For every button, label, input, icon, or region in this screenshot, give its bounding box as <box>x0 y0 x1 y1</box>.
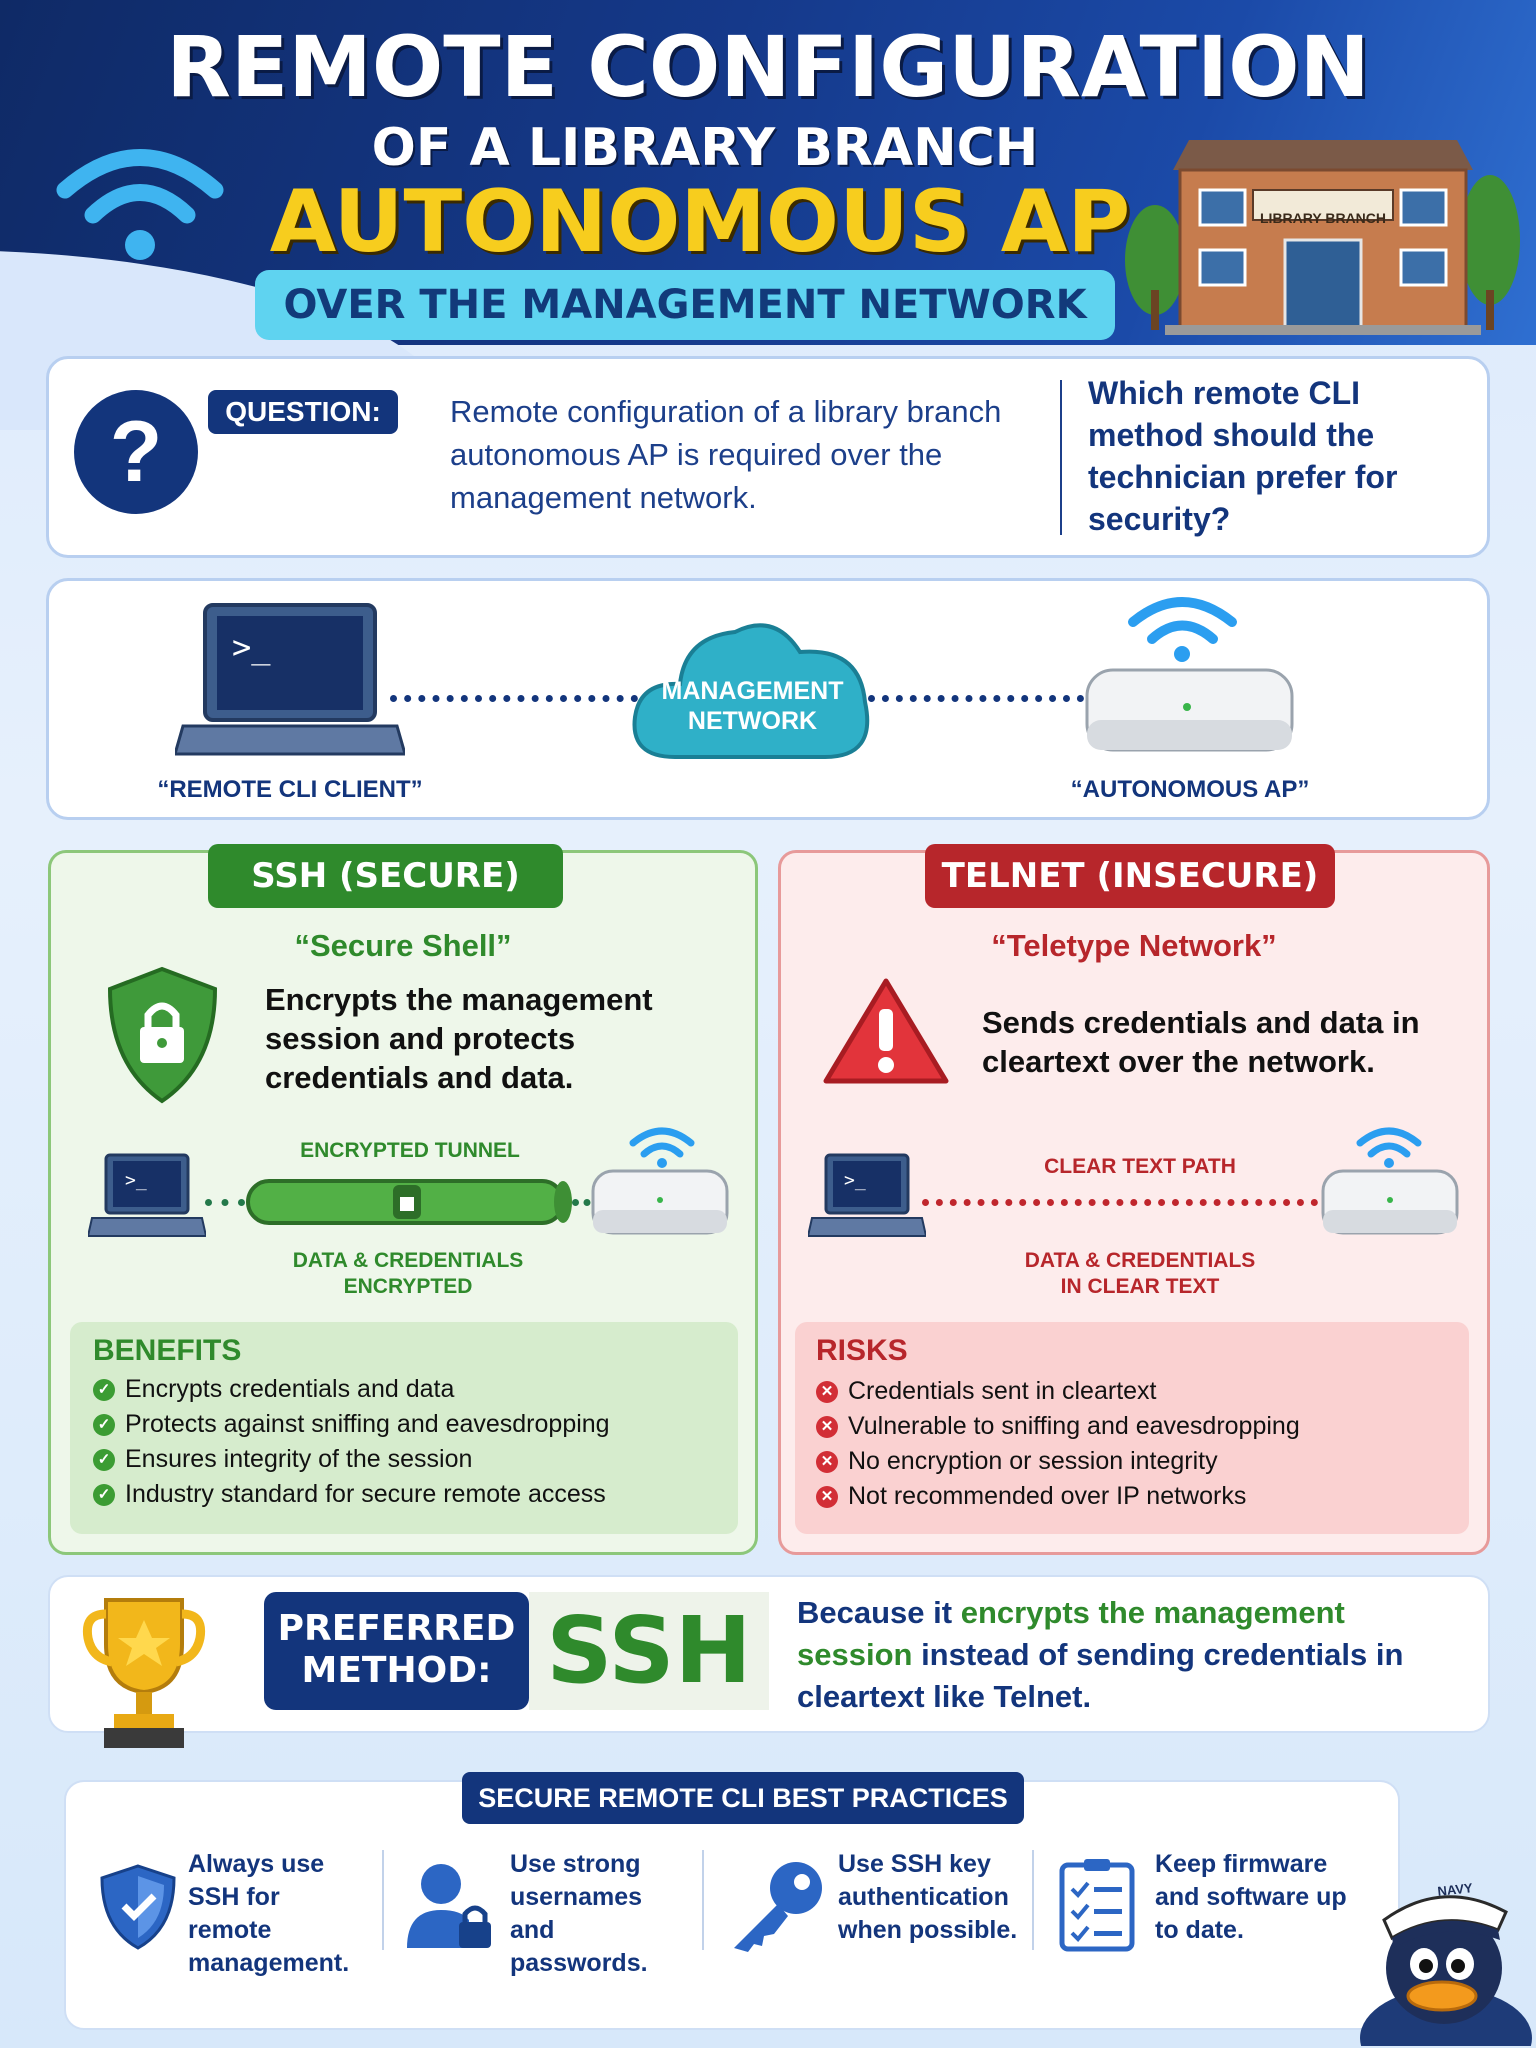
title-line-3: AUTONOMOUS AP <box>269 172 1131 272</box>
bp-divider <box>382 1850 384 1950</box>
shield-icon <box>100 1864 176 1950</box>
best-practices-title: SECURE REMOTE CLI BEST PRACTICES <box>462 1772 1024 1824</box>
ssh-pill: SSH (SECURE) <box>208 844 563 908</box>
x-icon: ✕ <box>816 1450 838 1473</box>
preferred-value: SSH <box>546 1597 752 1704</box>
wifi-icon <box>56 149 224 260</box>
encrypted-tunnel-label: ENCRYPTED TUNNEL <box>300 1139 520 1162</box>
check-icon: ✓ <box>93 1378 115 1401</box>
preferred-reason: Because it encrypts the management sessi… <box>797 1595 1404 1714</box>
shield-lock-icon <box>107 966 218 1104</box>
list-item: ✓Ensures integrity of the session <box>93 1442 733 1477</box>
best-practice-2: Use strong usernames and passwords. <box>510 1850 648 1977</box>
ssh-link-left <box>205 1199 245 1206</box>
best-practice-4: Keep firmware and software up to date. <box>1155 1850 1347 1944</box>
risks-box <box>795 1322 1469 1534</box>
telnet-description: Sends credentials and data in cleartext … <box>982 1005 1420 1079</box>
list-item: ✓Encrypts credentials and data <box>93 1372 733 1407</box>
bp-divider <box>1032 1850 1034 1950</box>
telnet-terminal-prompt: >_ <box>844 1170 866 1191</box>
list-item: ✕Credentials sent in cleartext <box>816 1374 1456 1409</box>
encrypted-tunnel-icon <box>246 1179 572 1225</box>
question-ask: Which remote CLI method should the techn… <box>1088 375 1398 537</box>
telnet-laptop-icon <box>808 1153 926 1237</box>
title-line-1: REMOTE CONFIGURATION <box>166 18 1370 116</box>
clear-text-path-label: CLEAR TEXT PATH <box>1044 1155 1236 1178</box>
check-icon: ✓ <box>93 1483 115 1506</box>
access-point-icon <box>1085 668 1294 752</box>
x-icon: ✕ <box>816 1380 838 1403</box>
question-card <box>46 356 1490 558</box>
ssh-link-right <box>572 1199 602 1206</box>
key-icon <box>734 1862 822 1952</box>
question-divider <box>1060 380 1062 535</box>
ssh-description: Encrypts the management session and prot… <box>265 982 653 1095</box>
cloud-label-2: NETWORK <box>687 707 818 735</box>
checklist-icon <box>1059 1859 1135 1952</box>
benefits-list: ✓Encrypts credentials and data ✓Protects… <box>93 1372 733 1512</box>
cloud-label-1: MANAGEMENT <box>661 677 844 705</box>
x-icon: ✕ <box>816 1415 838 1438</box>
telnet-access-point-icon <box>1321 1169 1459 1235</box>
risks-list: ✕Credentials sent in cleartext ✕Vulnerab… <box>816 1374 1456 1514</box>
x-icon: ✕ <box>816 1485 838 1508</box>
wifi-signal-icon <box>1128 597 1237 662</box>
benefits-title: BENEFITS <box>93 1334 242 1367</box>
ssh-terminal-prompt: >_ <box>125 1170 147 1191</box>
terminal-prompt: >_ <box>232 628 271 666</box>
link-left <box>390 695 638 702</box>
list-item: ✕No encryption or session integrity <box>816 1444 1456 1479</box>
building-sign: LIBRARY BRANCH <box>1260 210 1386 226</box>
user-lock-icon <box>407 1864 491 1948</box>
link-right <box>868 695 1098 702</box>
ssh-subtitle: “Secure Shell” <box>294 928 512 963</box>
duck-mascot-icon <box>1360 1895 1532 2046</box>
laptop-icon <box>175 603 405 756</box>
check-icon: ✓ <box>93 1448 115 1471</box>
list-item: ✓Industry standard for secure remote acc… <box>93 1477 733 1512</box>
clear-text-path-line <box>922 1199 1332 1206</box>
telnet-caption-2: IN CLEAR TEXT <box>1060 1275 1220 1298</box>
ssh-wifi-signal-icon <box>629 1127 695 1168</box>
best-practice-1: Always use SSH for remote management. <box>188 1850 350 1977</box>
warning-icon <box>823 978 949 1084</box>
list-item: ✓Protects against sniffing and eavesdrop… <box>93 1407 733 1442</box>
telnet-pill: TELNET (INSECURE) <box>925 844 1335 908</box>
preferred-value-bg <box>529 1592 769 1710</box>
cloud-icon <box>632 623 870 759</box>
list-item: ✕Not recommended over IP networks <box>816 1479 1456 1514</box>
ssh-access-point-icon <box>591 1169 729 1235</box>
question-text: Remote configuration of a library branch… <box>450 394 1002 515</box>
library-building-icon <box>1125 140 1520 335</box>
client-label: “REMOTE CLI CLIENT” <box>157 776 423 803</box>
ap-label: “AUTONOMOUS AP” <box>1070 776 1310 803</box>
ssh-caption-2: ENCRYPTED <box>343 1275 473 1298</box>
telnet-wifi-signal-icon <box>1356 1127 1422 1168</box>
risks-title: RISKS <box>816 1334 908 1367</box>
best-practice-3: Use SSH key authentication when possible… <box>838 1850 1018 1944</box>
title-line-2: OF A LIBRARY BRANCH <box>371 118 1039 178</box>
check-icon: ✓ <box>93 1413 115 1436</box>
bp-divider <box>702 1850 704 1950</box>
telnet-caption-1: DATA & CREDENTIALS <box>1024 1249 1256 1272</box>
list-item: ✕Vulnerable to sniffing and eavesdroppin… <box>816 1409 1456 1444</box>
trophy-icon <box>82 1598 206 1748</box>
question-label: QUESTION: <box>208 390 398 434</box>
question-mark-icon: ? <box>74 390 198 514</box>
best-practices-card <box>64 1780 1400 2030</box>
title-line-4: OVER THE MANAGEMENT NETWORK <box>255 270 1115 340</box>
telnet-subtitle: “Teletype Network” <box>991 928 1277 963</box>
preferred-label: PREFERRED METHOD: <box>264 1592 529 1710</box>
ssh-laptop-icon <box>88 1153 206 1237</box>
ssh-caption-1: DATA & CREDENTIALS <box>292 1249 524 1272</box>
benefits-box <box>70 1322 738 1534</box>
